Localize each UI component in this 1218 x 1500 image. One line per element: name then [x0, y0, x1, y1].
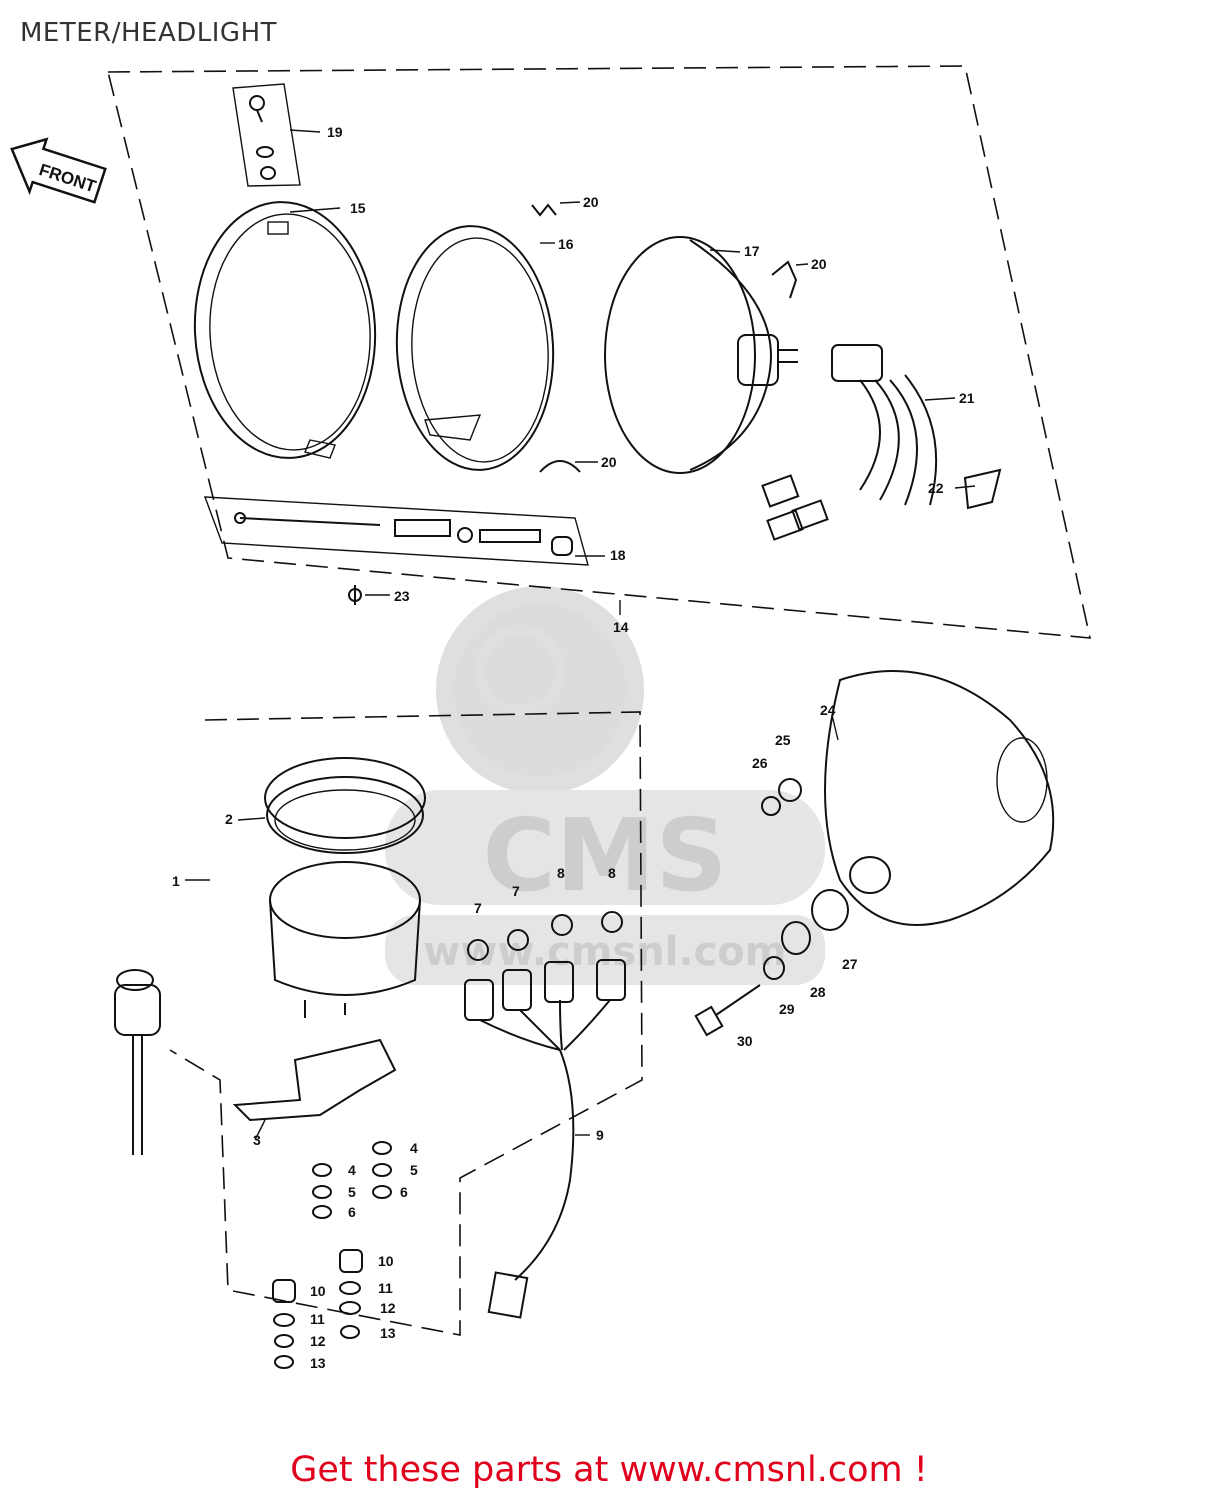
callout-26: 26	[752, 755, 768, 771]
callout-19: 19	[327, 124, 343, 140]
callout-10b: 10	[310, 1283, 326, 1299]
group-frame-lower	[169, 711, 643, 1336]
watermark: CMS www.cmsnl.com	[385, 586, 825, 985]
front-arrow-icon: FRONT	[10, 137, 107, 204]
callout-10a: 10	[378, 1253, 394, 1269]
bolt-set-frame	[203, 496, 589, 566]
callout-20c: 20	[601, 454, 617, 470]
callout-12a: 12	[380, 1300, 396, 1316]
callout-15: 15	[350, 200, 366, 216]
callout-6a: 6	[348, 1204, 356, 1220]
meter-cover-2	[264, 757, 426, 854]
callout-8a: 8	[557, 865, 565, 881]
callout-29: 29	[779, 1001, 795, 1017]
meter-body-1	[269, 861, 421, 1018]
screw-23	[348, 585, 362, 605]
callout-14: 14	[613, 619, 629, 635]
inner-ring-16	[395, 225, 555, 471]
callout-5a: 5	[348, 1184, 356, 1200]
grommet-22	[963, 468, 1002, 510]
callout-labels: 1 2 3 4 4 5 5 6 6 7 7 8 8 9 10 10 11 11 …	[172, 124, 975, 1371]
callout-20a: 20	[583, 194, 599, 210]
nut-25	[778, 778, 802, 802]
callout-16: 16	[558, 236, 574, 252]
headlight-rim-15	[193, 201, 377, 459]
sealed-beam-17	[604, 236, 798, 474]
socket-wiring-21	[761, 344, 938, 541]
screw-set-frame	[232, 83, 301, 187]
callout-25: 25	[775, 732, 791, 748]
callout-12b: 12	[310, 1333, 326, 1349]
footer-cta-link[interactable]: Get these parts at www.cmsnl.com !	[290, 1450, 928, 1490]
bracket-3	[232, 1038, 397, 1122]
adjust-bolt-set-18	[234, 512, 573, 556]
bolt-30	[694, 984, 761, 1037]
leader-lines	[185, 129, 976, 1141]
callout-7a: 7	[474, 900, 482, 916]
clip-20-top	[531, 203, 557, 217]
callout-17: 17	[744, 243, 760, 259]
clip-20-right	[771, 260, 798, 299]
callout-3: 3	[253, 1132, 261, 1148]
callout-18: 18	[610, 547, 626, 563]
grommet-27	[811, 889, 849, 931]
callout-6b: 6	[400, 1184, 408, 1200]
ignition-switch	[114, 969, 161, 1155]
screw-set-19	[249, 95, 276, 180]
callout-21: 21	[959, 390, 975, 406]
callout-20b: 20	[811, 256, 827, 272]
callout-5b: 5	[410, 1162, 418, 1178]
callout-8b: 8	[608, 865, 616, 881]
clip-20-bottom	[539, 460, 581, 473]
callout-11a: 11	[378, 1280, 393, 1296]
watermark-logo: CMS	[483, 797, 728, 914]
callout-4a: 4	[348, 1162, 356, 1178]
page-title: METER/HEADLIGHT	[20, 18, 278, 48]
callout-24: 24	[820, 702, 836, 718]
callout-23: 23	[394, 588, 410, 604]
washers-nuts	[272, 1141, 392, 1369]
washer-26	[761, 796, 781, 816]
callout-9: 9	[596, 1127, 604, 1143]
watermark-url: www.cmsnl.com	[424, 929, 787, 975]
callout-22: 22	[928, 480, 944, 496]
callout-30: 30	[737, 1033, 753, 1049]
callout-28: 28	[810, 984, 826, 1000]
callout-4b: 4	[410, 1140, 418, 1156]
callout-27: 27	[842, 956, 858, 972]
callout-13a: 13	[380, 1325, 396, 1341]
group-frame-upper	[106, 65, 1092, 639]
collar-28	[781, 921, 811, 955]
callout-1: 1	[172, 873, 180, 889]
headlight-housing-24	[824, 670, 1055, 926]
callout-13b: 13	[310, 1355, 326, 1371]
bulb-sockets-7-8	[464, 911, 626, 1021]
meter-harness-9	[479, 999, 611, 1319]
callout-7b: 7	[512, 883, 520, 899]
callout-11b: 11	[310, 1311, 325, 1327]
washer-29	[763, 956, 785, 980]
callout-2: 2	[225, 811, 233, 827]
